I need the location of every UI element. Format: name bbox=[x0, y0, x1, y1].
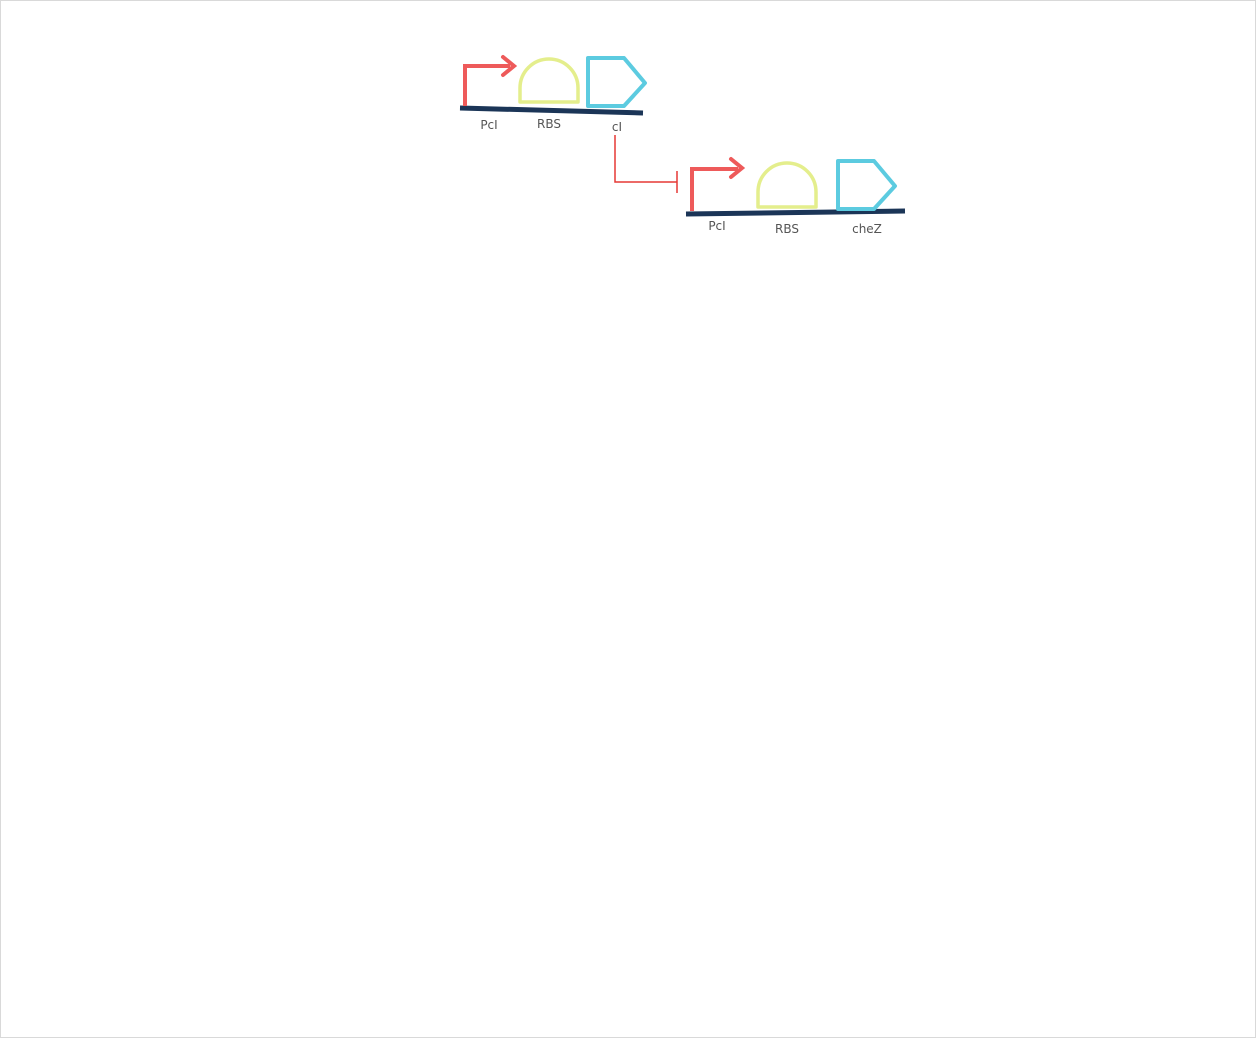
construct-2-backbone bbox=[685, 208, 906, 217]
construct-2-promoter-icon[interactable] bbox=[690, 157, 746, 211]
repression-line bbox=[614, 135, 677, 183]
construct-1-cds-label: cI bbox=[612, 120, 622, 134]
construct-1-rbs-icon[interactable] bbox=[518, 57, 580, 104]
construct-2-rbs-icon[interactable] bbox=[756, 161, 818, 209]
construct-1-promoter-label: PcI bbox=[480, 118, 497, 132]
construct-2-rbs-label: RBS bbox=[775, 222, 799, 236]
construct-1-cds-icon[interactable] bbox=[586, 56, 647, 108]
construct-2-cds-icon[interactable] bbox=[836, 159, 897, 211]
construct-1-backbone bbox=[459, 105, 644, 116]
construct-1-rbs-label: RBS bbox=[537, 117, 561, 131]
repression-edge[interactable] bbox=[614, 135, 678, 193]
construct-2-cds-label: cheZ bbox=[852, 222, 882, 236]
construct-2[interactable]: PcI RBS cheZ bbox=[685, 157, 906, 236]
construct-1-promoter-icon[interactable] bbox=[463, 55, 518, 106]
construct-1[interactable]: PcI RBS cI bbox=[459, 55, 647, 134]
construct-2-promoter-label: PcI bbox=[708, 219, 725, 233]
